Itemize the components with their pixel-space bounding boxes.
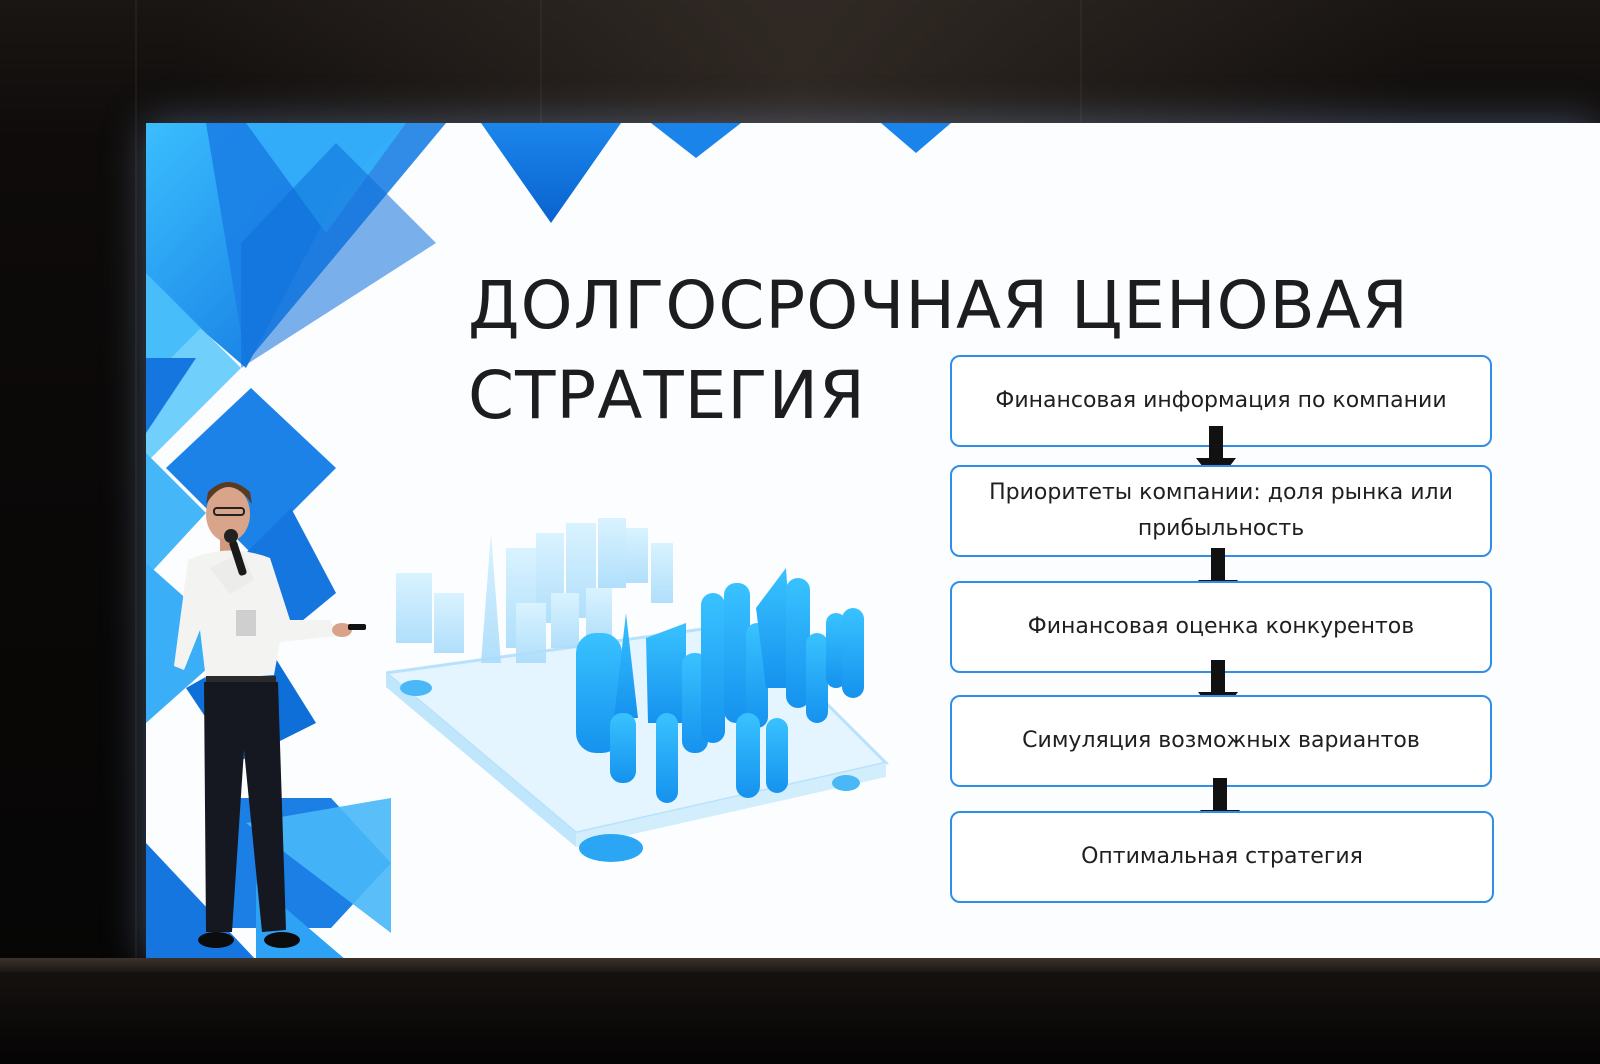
flow-step-2: Приоритеты компании: доля рынка или приб…: [950, 465, 1492, 557]
chess-board-icon: [386, 518, 889, 862]
speaker-with-microphone: [174, 482, 366, 948]
flow-diagram: Финансовая информация по компании Приори…: [146, 123, 1600, 960]
flow-step-4: Симуляция возможных вариантов: [950, 695, 1492, 787]
stage-floor: [0, 972, 1600, 1064]
stage-edge: [0, 958, 1600, 972]
flow-step-5: Оптимальная стратегия: [950, 811, 1494, 903]
slide-title-line-2: СТРАТЕГИЯ: [468, 357, 866, 434]
wall-panel: [135, 0, 137, 960]
slide-title-line-1: ДОЛГОСРОЧНАЯ ЦЕНОВАЯ: [468, 267, 1409, 344]
slide-title: ДОЛГОСРОЧНАЯ ЦЕНОВАЯ СТРАТЕГИЯ: [468, 261, 1488, 441]
flow-step-3: Финансовая оценка конкурентов: [950, 581, 1492, 673]
